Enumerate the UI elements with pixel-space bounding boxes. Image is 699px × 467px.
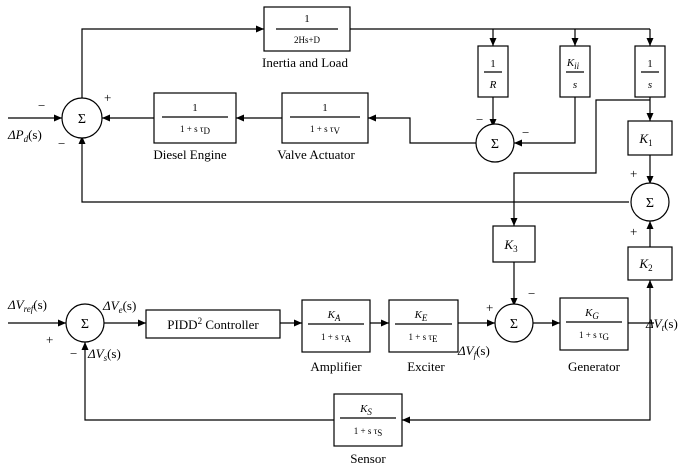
sum-junction-voltage: Σ [65, 303, 105, 343]
droop-block: 1 R [477, 45, 509, 98]
svg-text:KA: KA [327, 309, 341, 323]
svg-text:PIDD2 Controller: PIDD2 Controller [167, 316, 259, 332]
generator-block: KG 1 + s τG [559, 297, 629, 351]
minus-sign: − [522, 125, 529, 140]
delta-vt-label: ΔVt(s) [645, 316, 678, 333]
delta-vf-label: ΔVf(s) [457, 343, 490, 360]
diesel-engine-label: Diesel Engine [153, 147, 227, 162]
k2-block: K2 [627, 246, 673, 281]
minus-sign: − [528, 286, 535, 301]
sum-symbol: Σ [78, 112, 86, 127]
delta-vref-label: ΔVref(s) [7, 297, 47, 314]
svg-text:K3: K3 [503, 237, 518, 254]
plus-sign: + [630, 224, 637, 239]
svg-text:1: 1 [490, 58, 496, 70]
valve-actuator-block: 1 1 + s τV [281, 92, 369, 144]
k1-block: K1 [627, 120, 673, 156]
k3-block: K3 [492, 225, 536, 263]
sensor-block: KS 1 + s τS [333, 393, 403, 447]
plus-sign: + [630, 166, 637, 181]
sum-symbol: Σ [491, 137, 499, 152]
plus-sign: + [104, 90, 111, 105]
sum-symbol: Σ [510, 317, 518, 332]
minus-sign: − [58, 136, 65, 151]
svg-text:1 + s τS: 1 + s τS [354, 426, 382, 438]
sum-junction-exciter: Σ [494, 303, 534, 343]
plus-sign: + [46, 332, 53, 347]
plus-sign: + [486, 300, 493, 315]
svg-text:KG: KG [584, 307, 599, 321]
svg-text:1 + s τD: 1 + s τD [180, 124, 210, 136]
amplifier-block: KA 1 + s τA [301, 299, 371, 353]
junction-signs: − + − − − + + + − + − [38, 90, 637, 361]
valve-actuator-label: Valve Actuator [277, 147, 355, 162]
sum-symbol: Σ [81, 317, 89, 332]
arrowheads [54, 25, 654, 424]
svg-text:1: 1 [647, 58, 653, 70]
minus-sign: − [70, 346, 77, 361]
delta-pd-label: ΔPd(s) [7, 127, 42, 144]
svg-text:1: 1 [304, 13, 310, 25]
svg-text:Kii: Kii [566, 57, 580, 71]
svg-text:s: s [573, 79, 577, 91]
integrator-block: 1 s [634, 45, 666, 98]
sum-junction-frequency: Σ [61, 97, 103, 139]
svg-text:1: 1 [192, 102, 198, 114]
inertia-load-block: 1 2Hs+D [263, 6, 351, 52]
minus-sign: − [476, 112, 483, 127]
sum-symbol: Σ [646, 196, 654, 211]
exciter-label: Exciter [407, 359, 445, 374]
sum-junction-governor: Σ [475, 123, 515, 163]
sensor-label: Sensor [350, 451, 386, 466]
integral-gain-block: Kii s [559, 45, 591, 98]
svg-text:1 + s τG: 1 + s τG [579, 330, 609, 342]
svg-text:1 + s τE: 1 + s τE [409, 332, 438, 344]
svg-text:1 + s τV: 1 + s τV [310, 124, 340, 136]
svg-text:2Hs+D: 2Hs+D [294, 35, 321, 45]
svg-text:s: s [648, 79, 652, 91]
amplifier-label: Amplifier [310, 359, 362, 374]
inertia-load-label: Inertia and Load [262, 55, 348, 70]
diesel-engine-block: 1 1 + s τD [153, 92, 237, 144]
delta-ve-label: ΔVe(s) [102, 298, 136, 315]
minus-sign: − [38, 98, 45, 113]
sum-junction-coupling: Σ [630, 182, 670, 222]
svg-text:K1: K1 [638, 131, 652, 148]
svg-text:KS: KS [359, 403, 372, 417]
delta-vs-label: ΔVs(s) [87, 346, 121, 363]
generator-label: Generator [568, 359, 621, 374]
svg-text:1 + s τA: 1 + s τA [321, 332, 351, 344]
pidd2-controller-block: PIDD2 Controller [145, 309, 281, 339]
svg-text:R: R [489, 79, 497, 91]
svg-text:KE: KE [414, 309, 428, 323]
svg-text:K2: K2 [638, 256, 652, 273]
exciter-block: KE 1 + s τE [388, 299, 459, 353]
svg-text:1: 1 [322, 102, 328, 114]
